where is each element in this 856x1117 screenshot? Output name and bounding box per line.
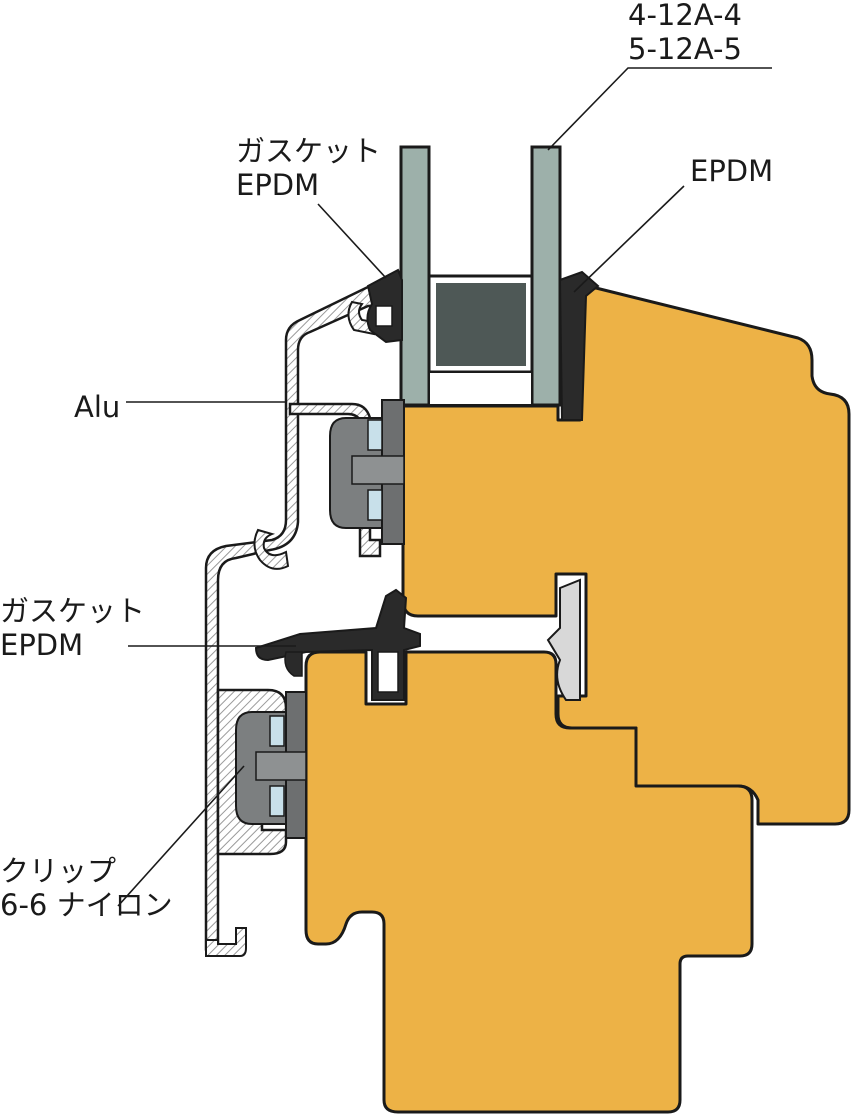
label-gasket-middle-line-2: EPDM (0, 628, 84, 662)
label-clip-line-2: 6-6 ナイロン (0, 888, 173, 922)
label-gasket-middle-line-1: ガスケット (0, 594, 146, 628)
aluminium-hook-upper (253, 528, 290, 570)
leader-clip (117, 765, 245, 907)
glass-pane-outer (399, 145, 431, 407)
leader-epdm-right (573, 185, 685, 293)
aluminium-foot (205, 927, 247, 957)
weather-strip (546, 578, 581, 701)
nylon-clip-upper (329, 399, 405, 545)
label-alu: Alu (74, 390, 121, 424)
label-gasket-top-line-1: ガスケット (236, 134, 382, 168)
label-glass-spec: 4-12A-4 5-12A-5 (628, 0, 742, 66)
label-clip: クリップ 6-6 ナイロン (0, 854, 173, 922)
wooden-frame-body (304, 650, 754, 1114)
label-clip-line-1: クリップ (0, 854, 117, 888)
glass-seal (428, 371, 533, 406)
label-epdm-right: EPDM (690, 154, 774, 188)
label-gasket-middle: ガスケット EPDM (0, 594, 145, 662)
wooden-sash-body (401, 286, 851, 826)
label-gasket-top: ガスケット EPDM (236, 134, 381, 202)
leader-lines (117, 67, 772, 907)
label-glass-line-2: 5-12A-5 (628, 32, 742, 66)
label-glass-line-1: 4-12A-4 (628, 0, 742, 32)
nylon-clip-lower (235, 691, 307, 839)
leader-gasket-top (317, 203, 387, 279)
epdm-inner-seal (558, 270, 600, 421)
label-gasket-top-line-2: EPDM (236, 168, 320, 202)
glass-pane-inner (530, 145, 562, 407)
leader-glass (547, 67, 772, 151)
glass-spacer-core (436, 283, 526, 366)
